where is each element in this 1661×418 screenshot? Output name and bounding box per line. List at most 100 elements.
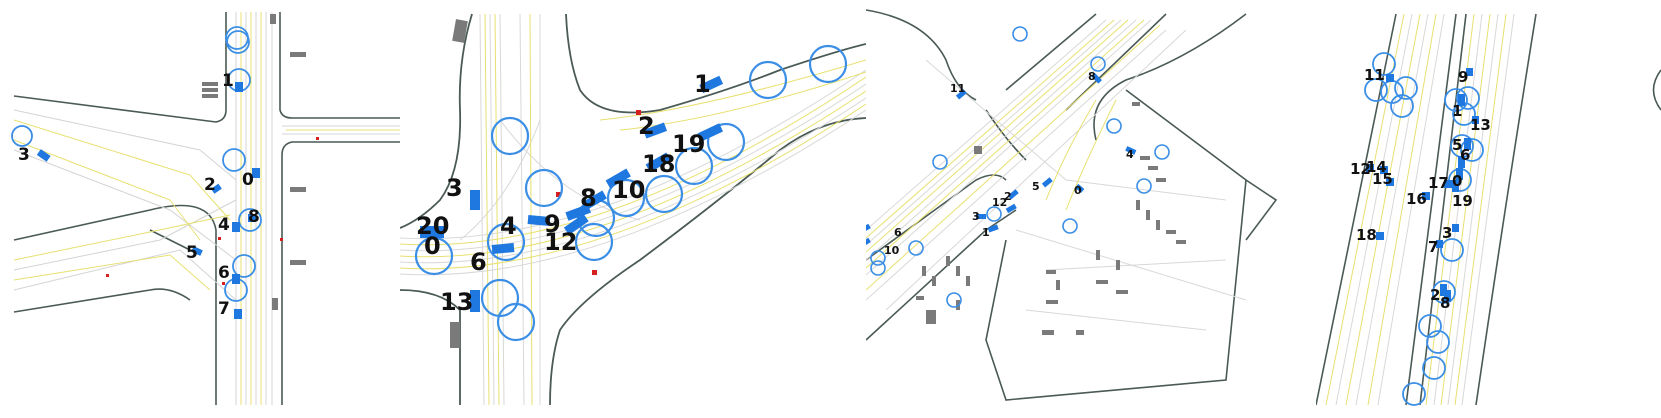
road-edges — [866, 9, 1278, 401]
goal-circle — [1154, 144, 1170, 160]
vehicles — [420, 75, 724, 312]
vehicle — [976, 214, 986, 219]
goal-circles — [870, 26, 1170, 308]
agent-label: 1 — [694, 70, 711, 98]
vehicle — [1464, 138, 1471, 150]
vehicle — [252, 168, 260, 178]
goal-circle — [748, 60, 788, 100]
agent-label: 2 — [1004, 190, 1012, 203]
vehicle — [235, 82, 243, 92]
vehicle — [1007, 189, 1019, 200]
vehicle — [211, 183, 222, 194]
vehicle — [1091, 73, 1102, 84]
road-edges — [13, 12, 400, 405]
vehicle — [1005, 203, 1017, 214]
goal-circle — [808, 44, 848, 84]
lane-boundaries — [1335, 13, 1515, 406]
goal-circle — [1364, 78, 1388, 102]
map-canvas-3: 0 1 2 3 4 5 6 8 10 11 12 — [866, 9, 1278, 401]
goal-circle — [1062, 218, 1078, 234]
agent-label: 7 — [1428, 238, 1438, 256]
agent-label: 2 — [204, 175, 216, 195]
goal-circle — [1418, 314, 1442, 338]
agent-label: 16 — [1406, 190, 1427, 208]
vehicle — [1444, 180, 1452, 188]
agent-label: 11 — [1364, 66, 1385, 84]
vehicle — [248, 214, 256, 222]
goal-circle — [1394, 76, 1418, 100]
agent-label: 14 — [1366, 158, 1387, 176]
vehicle — [563, 213, 589, 235]
agent-label: 4 — [218, 215, 230, 235]
vehicle — [987, 224, 999, 233]
lane-boundaries — [400, 13, 866, 406]
agent-label: 11 — [950, 82, 965, 95]
vehicle — [1075, 183, 1085, 193]
goal-circle — [1432, 280, 1456, 304]
goal-circle — [11, 125, 33, 147]
agent-label: 9 — [544, 210, 561, 238]
vehicle — [1456, 168, 1463, 180]
vehicle — [955, 89, 967, 100]
agent-label: 8 — [1440, 294, 1450, 312]
agent-label: 17 — [1428, 174, 1449, 192]
agent-label: 19 — [672, 130, 705, 158]
traffic-lights — [556, 110, 641, 275]
goal-circles — [11, 26, 262, 302]
vehicle — [1458, 156, 1465, 168]
vehicle — [1452, 224, 1459, 232]
goal-circle — [946, 292, 962, 308]
agent-labels: 1 2 3 4 6 8 9 10 12 13 18 19 20 0 — [416, 70, 711, 316]
vehicle — [1386, 178, 1394, 186]
goal-circle — [1440, 238, 1464, 262]
vehicle — [866, 237, 871, 248]
goal-circle — [1106, 118, 1122, 134]
map-panel-4: 0 1 2 3 5 6 7 8 9 11 12 13 14 15 16 17 1… — [1316, 0, 1661, 418]
vehicle — [697, 123, 723, 142]
goal-circle — [932, 154, 948, 170]
agent-label: 2 — [1430, 286, 1440, 304]
agent-label: 0 — [1074, 184, 1082, 197]
map-canvas-4: 0 1 2 3 5 6 7 8 9 11 12 13 14 15 16 17 1… — [1316, 13, 1661, 406]
agent-label: 6 — [218, 263, 230, 283]
goal-circle — [226, 30, 250, 54]
goal-circle — [496, 302, 536, 342]
agent-label: 3 — [18, 145, 30, 165]
goal-circle — [232, 254, 256, 278]
goal-circle — [1402, 382, 1426, 406]
parked-obstacles — [450, 19, 468, 348]
vehicle — [1380, 166, 1388, 174]
agent-label: 20 — [416, 212, 449, 240]
goal-circle — [674, 146, 714, 186]
vehicle — [191, 246, 203, 256]
agent-label: 4 — [1126, 148, 1134, 161]
vehicle — [232, 222, 240, 232]
goal-circle — [222, 148, 246, 172]
goal-circle — [490, 116, 530, 156]
agent-label: 6 — [1460, 146, 1470, 164]
lane-centerlines — [13, 12, 400, 405]
vehicle — [1440, 284, 1447, 296]
goal-circle — [1012, 26, 1028, 42]
agent-labels: 0 1 2 3 4 5 6 7 8 — [18, 71, 260, 319]
vehicles — [36, 82, 260, 319]
agent-label: 8 — [580, 184, 597, 212]
vehicle — [470, 290, 480, 312]
vehicle — [605, 168, 631, 189]
vehicle — [1452, 180, 1459, 192]
agent-label: 12 — [1350, 160, 1371, 178]
vehicle — [234, 309, 242, 319]
vehicles — [1366, 68, 1479, 302]
map-panel-3: 0 1 2 3 4 5 6 8 10 11 12 — [866, 0, 1316, 418]
agent-label: 7 — [218, 299, 230, 319]
agent-label: 5 — [186, 243, 198, 263]
agent-label: 0 — [1452, 172, 1462, 190]
vehicles — [866, 73, 1137, 248]
agent-labels: 0 1 2 3 5 6 7 8 9 11 12 13 14 15 16 17 1… — [1350, 66, 1491, 312]
agent-label: 18 — [1356, 226, 1377, 244]
lane-centerlines — [400, 13, 866, 406]
agent-label: 3 — [446, 174, 463, 202]
vehicle — [470, 190, 480, 210]
map-canvas-1: 0 1 2 3 4 5 6 7 8 — [11, 12, 400, 405]
goal-circle — [1090, 56, 1106, 72]
